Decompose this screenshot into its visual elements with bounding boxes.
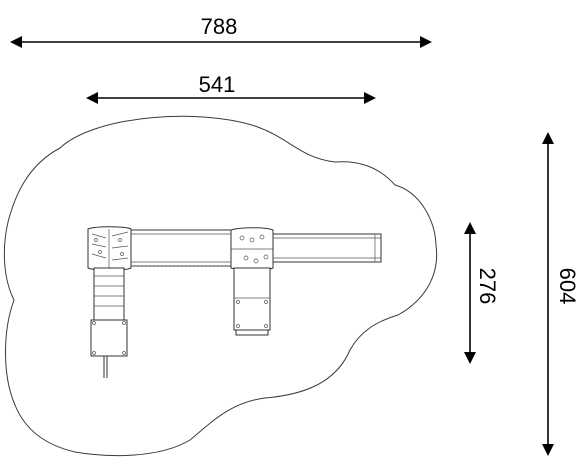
bridge (130, 229, 232, 267)
safety-zone-outline (3, 115, 438, 457)
dimension-label-overall-width: 788 (201, 14, 238, 39)
slide (272, 233, 382, 263)
dimension-label-overall-depth: 604 (555, 268, 579, 305)
left-tower-platform (87, 226, 132, 271)
dimension-label-structure-depth: 276 (475, 268, 500, 305)
dimension-overall-width: 788 (10, 14, 432, 48)
right-tower-platform (230, 227, 274, 271)
left-ladder (90, 267, 128, 378)
dimension-structure-depth: 276 (464, 222, 500, 364)
dimension-overall-depth: 604 (542, 132, 579, 456)
right-ramp (233, 267, 271, 336)
dimension-label-structure-width: 541 (199, 72, 236, 97)
dimension-structure-width: 541 (86, 72, 376, 104)
